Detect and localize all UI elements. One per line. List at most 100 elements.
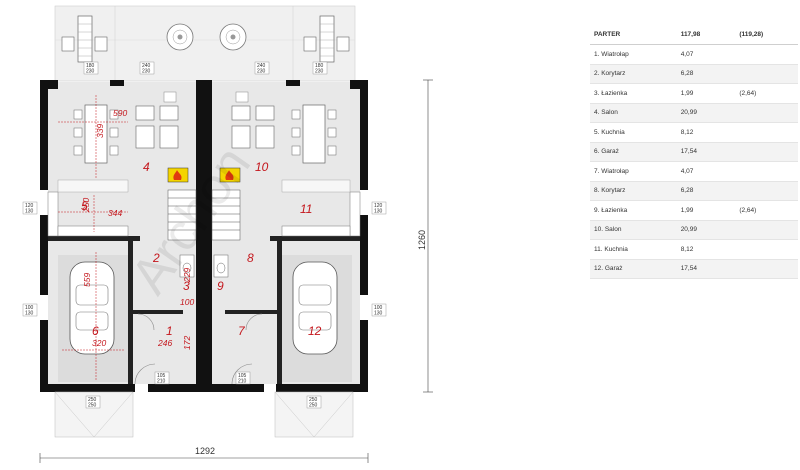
svg-text:120: 120 bbox=[374, 203, 383, 209]
room-area: 6,28 bbox=[676, 181, 736, 201]
svg-text:100: 100 bbox=[374, 305, 383, 311]
svg-text:120: 120 bbox=[25, 203, 34, 209]
kitchen-width-dimension: 344 bbox=[108, 208, 122, 218]
svg-text:210: 210 bbox=[238, 379, 247, 385]
room-number: 9 bbox=[217, 279, 224, 293]
svg-text:230: 230 bbox=[257, 69, 266, 75]
sofa-icon bbox=[135, 91, 179, 149]
room-number: 7 bbox=[238, 324, 246, 338]
sofa-icon bbox=[231, 91, 275, 149]
svg-text:105: 105 bbox=[157, 373, 166, 379]
vestibule-width-dimension: 246 bbox=[157, 338, 172, 348]
svg-text:250: 250 bbox=[309, 403, 318, 409]
room-number: 8 bbox=[247, 251, 254, 265]
svg-text:240: 240 bbox=[142, 63, 151, 69]
garden-table-icon bbox=[77, 15, 93, 63]
svg-text:250: 250 bbox=[309, 397, 318, 403]
svg-text:130: 130 bbox=[25, 311, 34, 317]
garage-depth-dimension: 559 bbox=[82, 273, 92, 287]
room-number: 2 bbox=[152, 251, 160, 265]
svg-text:130: 130 bbox=[374, 209, 383, 215]
window-size-tag: 180 230 bbox=[83, 61, 99, 75]
room-name: 9. Łazienka bbox=[590, 200, 677, 221]
door-size-tag: 250 250 bbox=[306, 395, 322, 409]
window-size-tag: 100 130 bbox=[371, 303, 387, 317]
table-header-row: PARTER 117,98 (119,28) bbox=[590, 24, 798, 45]
dining-table-icon bbox=[291, 104, 337, 164]
svg-text:230: 230 bbox=[315, 69, 324, 75]
window-size-tag: 240 230 bbox=[139, 61, 155, 75]
room-name: 8. Korytarz bbox=[590, 181, 677, 201]
total-width-dimension: 1292 bbox=[195, 446, 215, 456]
room-area: 17,54 bbox=[676, 259, 736, 279]
salon-width-dimension: 590 bbox=[113, 108, 127, 118]
svg-text:230: 230 bbox=[86, 69, 95, 75]
room-area: 6,28 bbox=[676, 64, 736, 84]
staircase-icon bbox=[167, 189, 197, 241]
room-area-extra: (2,64) bbox=[735, 200, 798, 221]
kitchen-depth-dimension: 250 bbox=[81, 198, 91, 213]
room-number: 1 bbox=[166, 324, 173, 338]
room-name: 4. Salon bbox=[590, 103, 677, 123]
room-name: 6. Garaż bbox=[590, 142, 677, 162]
room-area-extra: (2,64) bbox=[735, 83, 798, 104]
window-size-tag: 180 230 bbox=[312, 61, 328, 75]
room-area: 4,07 bbox=[676, 44, 736, 65]
car-icon bbox=[69, 261, 115, 355]
plant-pot-icon bbox=[219, 23, 247, 51]
floor-label: PARTER bbox=[590, 24, 677, 45]
room-area: 17,54 bbox=[676, 142, 736, 162]
room-area-extra bbox=[735, 161, 798, 182]
room-area-extra bbox=[735, 142, 798, 162]
bath-width-dimension: 100 bbox=[180, 297, 194, 307]
room-area: 1,99 bbox=[676, 83, 736, 104]
room-name: 11. Kuchnia bbox=[590, 239, 677, 260]
vestibule-depth-dimension: 172 bbox=[182, 336, 192, 350]
room-area-extra bbox=[735, 64, 798, 84]
window-size-tag: 120 130 bbox=[22, 201, 38, 215]
interior-walls bbox=[48, 236, 360, 384]
room-area-extra bbox=[735, 44, 798, 65]
svg-text:210: 210 bbox=[157, 379, 166, 385]
room-area-extra bbox=[735, 122, 798, 143]
room-area: 20,99 bbox=[676, 220, 736, 240]
exterior-walls bbox=[40, 80, 368, 392]
garden-chair-icon bbox=[303, 36, 350, 52]
room-name: 10. Salon bbox=[590, 220, 677, 240]
garage-width-dimension: 320 bbox=[92, 338, 106, 348]
room-area-extra bbox=[735, 181, 798, 201]
toilet-icon bbox=[179, 254, 195, 278]
room-area: 8,12 bbox=[676, 239, 736, 260]
svg-text:230: 230 bbox=[142, 69, 151, 75]
svg-text:105: 105 bbox=[238, 373, 247, 379]
door-size-tag: 105 210 bbox=[154, 371, 170, 385]
room-area-extra bbox=[735, 259, 798, 279]
total-area-extra: (119,28) bbox=[735, 24, 798, 45]
room-number: 6 bbox=[92, 324, 99, 338]
room-name: 12. Garaż bbox=[590, 259, 677, 279]
room-area: 1,99 bbox=[676, 200, 736, 221]
svg-text:250: 250 bbox=[88, 403, 97, 409]
door-size-tag: 250 250 bbox=[85, 395, 101, 409]
svg-text:250: 250 bbox=[88, 397, 97, 403]
room-name: 2. Korytarz bbox=[590, 64, 677, 84]
svg-text:130: 130 bbox=[374, 311, 383, 317]
garden-chair-icon bbox=[61, 36, 108, 52]
svg-text:100: 100 bbox=[25, 305, 34, 311]
room-name: 1. Wiatrołap bbox=[590, 44, 677, 65]
staircase-icon bbox=[211, 189, 241, 241]
svg-text:180: 180 bbox=[315, 63, 324, 69]
car-icon bbox=[292, 261, 338, 355]
